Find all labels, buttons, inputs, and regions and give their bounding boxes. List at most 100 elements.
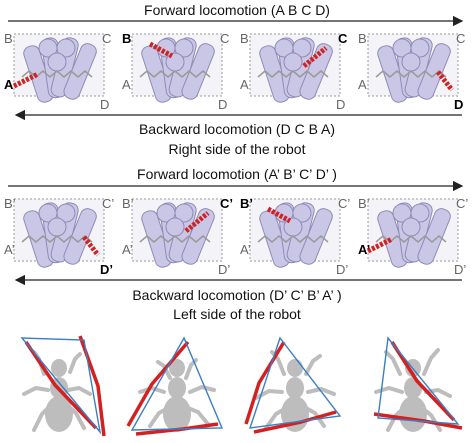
ant-leg	[384, 350, 402, 376]
ant-leg	[138, 385, 166, 394]
gear-hub	[174, 38, 194, 58]
ant-leg	[304, 406, 326, 428]
leg-label: A	[4, 77, 14, 92]
gear-hub	[56, 38, 76, 58]
return-spring	[375, 70, 447, 78]
leg-label: B’	[4, 196, 16, 211]
leg-label: A’	[4, 242, 15, 257]
support-triangle	[248, 336, 342, 429]
support-triangle	[20, 337, 102, 435]
ant-icon	[122, 332, 232, 437]
robot-leg-mechanism	[367, 33, 459, 103]
ant-leg	[304, 354, 322, 376]
return-spring	[257, 235, 329, 243]
gear-hub	[401, 217, 421, 237]
ant-leg	[424, 387, 452, 398]
return-spring	[139, 70, 211, 78]
robot-leg-mechanism	[366, 198, 459, 268]
return-spring	[21, 235, 93, 243]
leg-label: A	[122, 77, 131, 92]
stance-leg	[253, 410, 337, 434]
leg-label: A’	[358, 242, 371, 257]
robot-leg	[299, 43, 333, 100]
leg-label: C’	[102, 196, 115, 211]
leg-label: A’	[240, 242, 251, 257]
ant-body-segment	[51, 359, 67, 377]
gear-hub	[56, 203, 76, 223]
leg-label: B	[358, 31, 367, 46]
robot-leg	[417, 208, 451, 265]
forward-locomotion-left-caption: Forward locomotion (A’ B’ C’ D’ )	[137, 166, 337, 182]
active-actuator	[436, 70, 454, 92]
leg-label: A’	[122, 242, 133, 257]
robot-leg-mechanism	[13, 198, 105, 268]
gear-hub	[283, 217, 303, 237]
robot-leg-panel: B’C’A’D’	[2, 191, 115, 276]
leg-label: A	[358, 77, 367, 92]
support-triangle	[130, 336, 224, 431]
ant-leg	[66, 385, 92, 396]
ant-body-segment	[287, 359, 303, 377]
ant-leg	[68, 352, 82, 374]
robot-leg-panel: B C A D	[2, 26, 114, 112]
leg-label: D’	[218, 262, 231, 277]
gear-hub	[47, 217, 67, 237]
forward-locomotion-right-caption: Forward locomotion (A B C D)	[144, 2, 330, 18]
gear-hub	[165, 52, 185, 72]
robot-leg	[63, 208, 97, 265]
ant-leg	[186, 406, 210, 426]
gear-hub	[292, 203, 312, 223]
gear-hub	[292, 38, 312, 58]
ant-body-segment	[168, 377, 186, 399]
stance-leg	[390, 341, 456, 422]
leg-label: D’	[336, 262, 349, 277]
gear-hub	[174, 203, 194, 223]
leg-label: B’	[358, 196, 370, 211]
robot-leg-mechanism	[131, 33, 223, 103]
robot-leg-panel: B’ C’ A’ D’	[120, 191, 233, 277]
robot-leg-panel: B C A D	[238, 26, 350, 112]
robot-leg-panel: B’C’A’D’	[356, 191, 468, 277]
leg-label: C	[102, 31, 112, 46]
gear-hub	[283, 52, 303, 72]
gear-hub	[410, 38, 430, 58]
left-side-label: Left side of the robot	[173, 306, 301, 322]
backward-locomotion-right-caption: Backward locomotion (D C B A)	[138, 121, 336, 137]
leg-label: B’	[240, 196, 253, 211]
ant-body-segment	[286, 377, 304, 399]
ant-body-segment	[404, 377, 422, 399]
leg-label: B	[240, 31, 249, 46]
ant-body-segment	[163, 396, 191, 432]
leg-label: C’	[338, 196, 351, 211]
ant-body-segment	[45, 396, 73, 432]
active-actuator	[302, 46, 328, 68]
leg-label: D	[336, 97, 346, 112]
stance-leg	[24, 341, 98, 430]
robot-leg	[63, 43, 97, 100]
leg-label: B	[4, 31, 13, 46]
gear-hub	[47, 52, 67, 72]
leg-label: D	[100, 97, 110, 112]
leg-label: A	[240, 77, 249, 92]
leg-label: C	[338, 31, 348, 46]
support-triangle	[377, 336, 460, 425]
leg-label: D	[454, 97, 464, 112]
stance-leg	[244, 341, 286, 425]
robot-leg-mechanism	[249, 198, 341, 268]
leg-label: D	[218, 97, 228, 112]
leg-label: C’	[220, 196, 233, 211]
return-spring	[139, 235, 211, 243]
robot-leg-mechanism	[249, 33, 341, 103]
leg-label: D’	[454, 262, 467, 277]
robot-leg	[181, 208, 215, 265]
active-actuator	[82, 235, 100, 257]
gear-hub	[410, 203, 430, 223]
stance-leg	[126, 340, 190, 427]
leg-label: B	[122, 31, 132, 46]
leg-label: B’	[122, 196, 134, 211]
gear-hub	[401, 52, 421, 72]
active-actuator	[184, 211, 210, 233]
gear-hub	[165, 217, 185, 237]
